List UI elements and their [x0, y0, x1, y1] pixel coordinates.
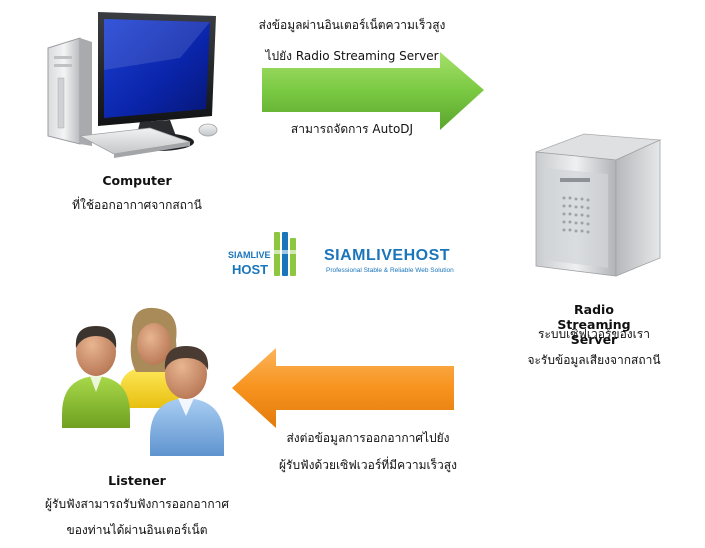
computer-subtitle: ที่ใช้ออกอากาศจากสถานี — [72, 198, 202, 212]
computer-title: Computer — [102, 173, 172, 188]
server-title: Radio Streaming Server — [557, 302, 631, 347]
logo-tagline: Professional Stable & Reliable Web Solut… — [326, 267, 454, 274]
top-arrow-line1: ส่งข้อมูลผ่านอินเตอร์เน็ตความเร็วสูง — [258, 18, 446, 32]
server-icon — [535, 133, 662, 277]
top-arrow-line3: สามารถจัดการ AutoDJ — [290, 122, 414, 136]
logo-wordmark: SIAMLIVEHOST — [324, 247, 450, 264]
server-line2: จะรับข้อมูลเสียงจากสถานี — [527, 353, 661, 367]
listener-line1: ผู้รับฟังสามารถรับฟังการออกอากาศ — [45, 497, 229, 511]
logo-small-bottom: HOST — [232, 262, 268, 277]
computer-icon — [47, 12, 218, 158]
siamlivehost-logo: SIAMLIVE HOST SIAMLIVEHOST Professional … — [228, 232, 454, 277]
listener-line2: ของท่านได้ผ่านอินเตอร์เน็ต — [66, 523, 208, 537]
bottom-arrow-line2: ผู้รับฟังด้วยเซิฟเวอร์ที่มีความเร็วสูง — [279, 458, 457, 472]
arrow-left-icon — [232, 348, 454, 428]
listener-title: Listener — [108, 473, 166, 488]
logo-small-top: SIAMLIVE — [228, 250, 271, 260]
users-icon — [62, 307, 224, 456]
arrow-right-icon — [262, 52, 484, 130]
bottom-arrow-line1: ส่งต่อข้อมูลการออกอากาศไปยัง — [286, 431, 450, 445]
server-line1: ระบบเซิฟเวอร์ของเรา — [538, 327, 650, 341]
top-arrow-line2: ไปยัง Radio Streaming Server — [265, 49, 439, 63]
